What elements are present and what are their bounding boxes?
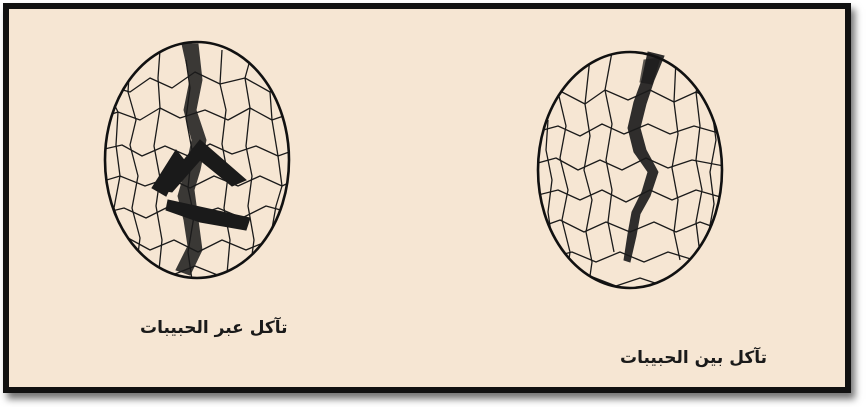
transgranular-caption: تآكل عبر الحبيبات — [140, 318, 288, 338]
intergranular-sample — [534, 52, 724, 290]
transgranular-sample — [100, 42, 295, 285]
intergranular-caption: تآكل بين الحبيبات — [620, 348, 767, 368]
